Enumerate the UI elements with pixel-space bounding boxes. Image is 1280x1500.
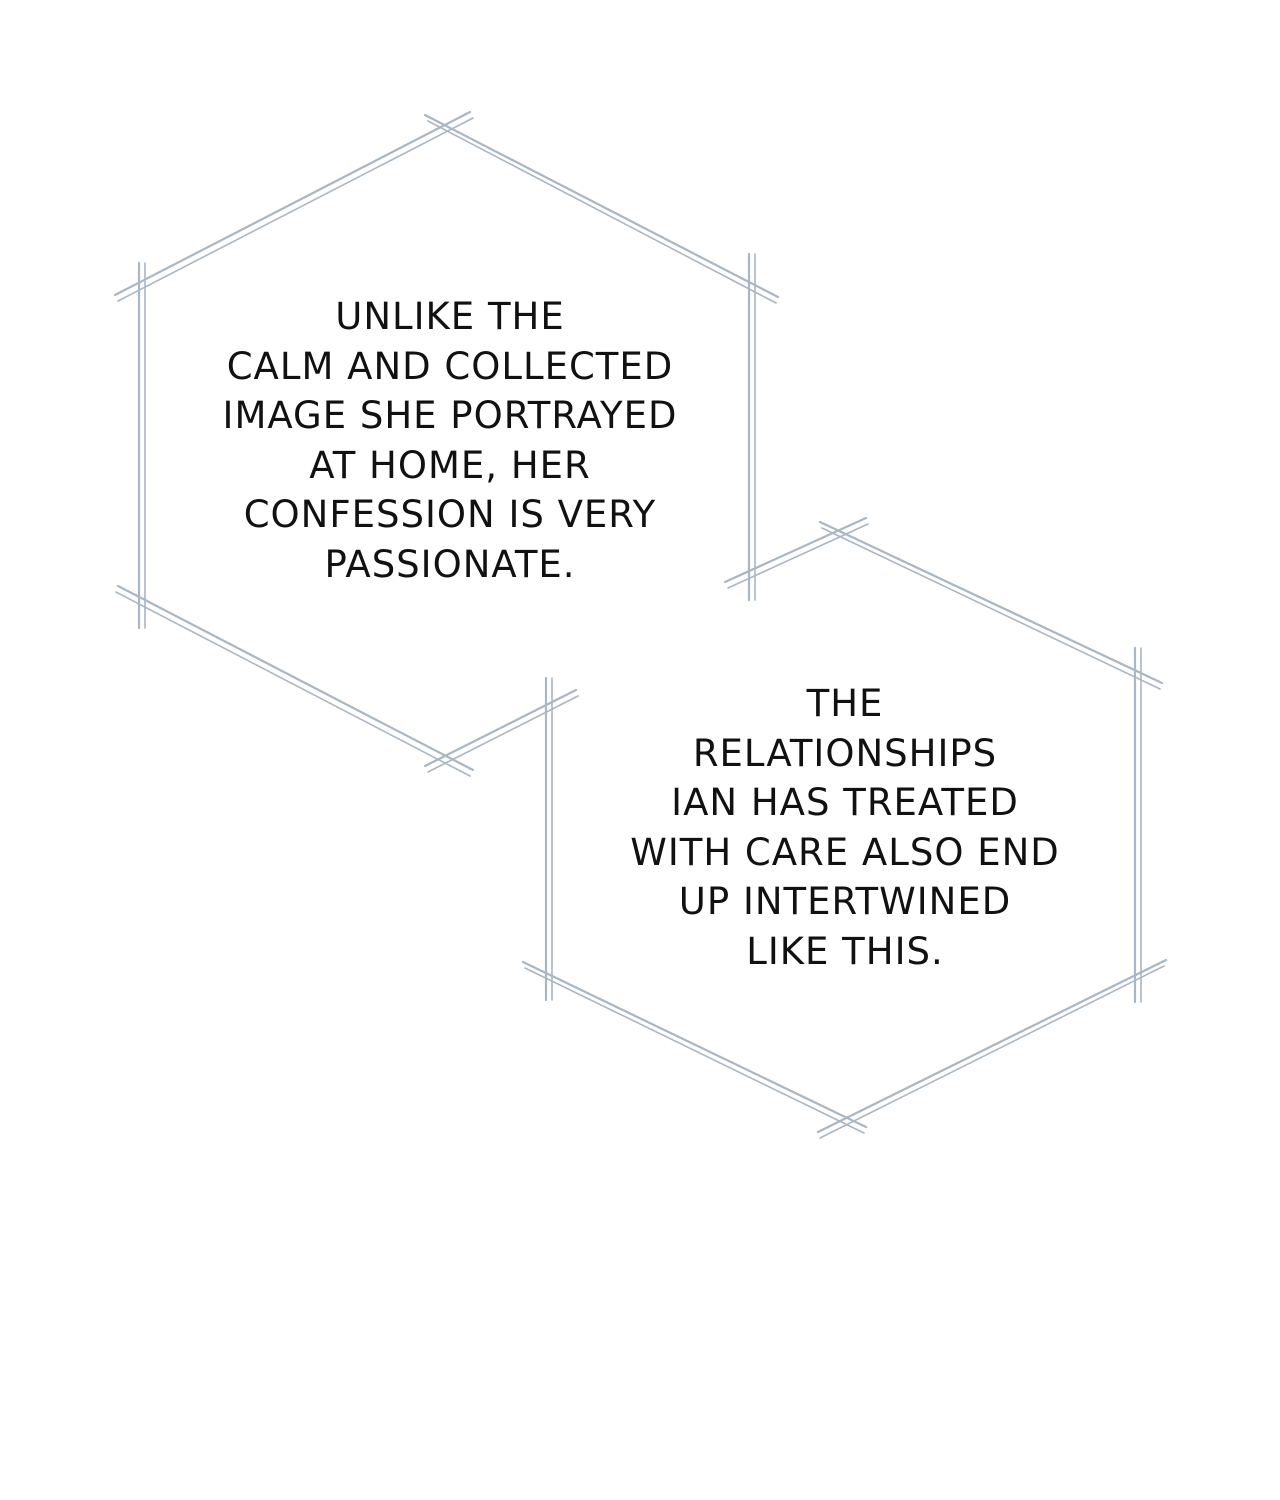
caption-bubble-2: THE RELATIONSHIPS IAN HAS TREATED WITH C…: [585, 679, 1105, 976]
caption-line: IMAGE SHE PORTRAYED: [222, 394, 678, 437]
hexagon-frame-1: [113, 110, 780, 777]
caption-line: UP INTERTWINED: [678, 880, 1012, 923]
caption-line: UNLIKE THE: [335, 295, 565, 338]
caption-line: AT HOME, HER: [309, 443, 591, 487]
caption-line: IAN HAS TREATED: [671, 781, 1019, 824]
caption-line: CONFESSION IS VERY: [243, 493, 657, 536]
hexagon-frame-2: [521, 516, 1168, 1139]
caption-line: PASSIONATE.: [324, 542, 576, 586]
caption-line: THE: [806, 682, 884, 725]
caption-line: LIKE THIS.: [746, 929, 944, 973]
caption-line: RELATIONSHIPS: [692, 731, 998, 775]
caption-line: CALM AND COLLECTED: [226, 344, 674, 388]
caption-bubble-1: UNLIKE THE CALM AND COLLECTED IMAGE SHE …: [190, 292, 710, 589]
caption-line: WITH CARE ALSO END: [630, 830, 1060, 874]
